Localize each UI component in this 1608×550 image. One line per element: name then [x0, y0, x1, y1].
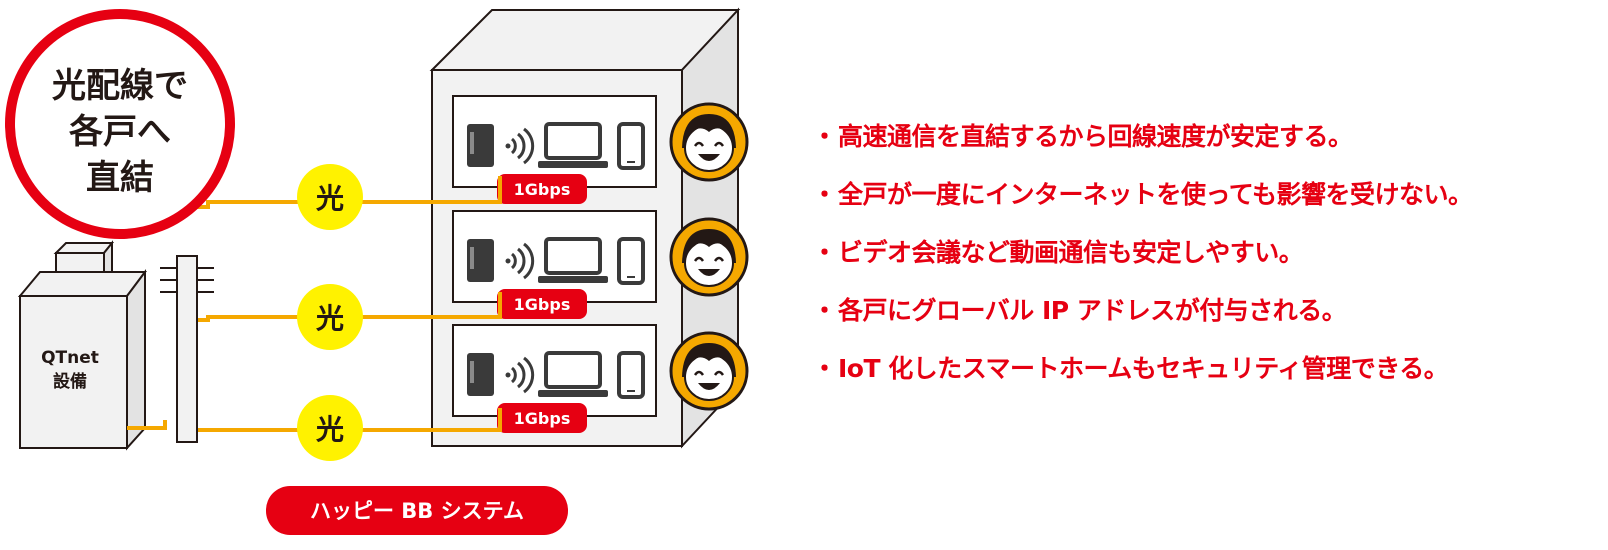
- smartphone-icon: [617, 237, 645, 285]
- bullet-mark: ・: [812, 238, 837, 267]
- laptop-icon: [538, 351, 608, 397]
- feature-text: 各戸にグローバル IP アドレスが付与される。: [838, 296, 1347, 325]
- feature-item: ・全戸が一度にインターネットを使っても影響を受けない。: [812, 166, 1473, 224]
- qtnet-label-line1: QTnet: [41, 348, 99, 368]
- qtnet-label-line2: 設備: [53, 371, 87, 392]
- speed-badge: 1Gbps: [497, 403, 587, 433]
- badge-line1: 光配線で: [52, 66, 188, 106]
- feature-text: 高速通信を直結するから回線速度が安定する。: [838, 122, 1353, 151]
- resident-face-icon: [669, 102, 749, 182]
- speed-badge: 1Gbps: [497, 289, 587, 319]
- feature-item: ・ビデオ会議など動画通信も安定しやすい。: [812, 224, 1473, 282]
- qtnet-equipment: QTnet 設備: [17, 240, 147, 451]
- router-icon: [467, 353, 494, 396]
- badge-line3: 直結: [86, 158, 154, 198]
- hikari-label: 光: [315, 182, 344, 215]
- feature-text: IoT 化したスマートホームもセキュリティ管理できる。: [838, 354, 1449, 383]
- speed-label: 1Gbps: [514, 180, 571, 199]
- splitter-pole: [160, 255, 214, 443]
- router-icon: [467, 124, 494, 167]
- apartment-unit: 1Gbps: [452, 210, 749, 319]
- speed-label: 1Gbps: [514, 409, 571, 428]
- smartphone-icon: [617, 122, 645, 170]
- apartment-unit: 1Gbps: [452, 324, 749, 433]
- wifi-icon: [505, 242, 535, 280]
- hikari-marker-1: 光: [297, 164, 363, 230]
- resident-face-icon: [669, 331, 749, 411]
- feature-list: ・高速通信を直結するから回線速度が安定する。 ・全戸が一度にインターネットを使っ…: [812, 108, 1473, 398]
- feature-item: ・IoT 化したスマートホームもセキュリティ管理できる。: [812, 340, 1473, 398]
- fiber-lines: [127, 176, 502, 432]
- router-icon: [467, 239, 494, 282]
- hikari-label: 光: [315, 413, 344, 446]
- smartphone-icon: [617, 351, 645, 399]
- feature-item: ・各戸にグローバル IP アドレスが付与される。: [812, 282, 1473, 340]
- hikari-marker-2: 光: [297, 284, 363, 350]
- system-label: ハッピー BB システム: [310, 499, 524, 523]
- wifi-icon: [505, 127, 535, 165]
- feature-text: ビデオ会議など動画通信も安定しやすい。: [838, 238, 1304, 267]
- feature-item: ・高速通信を直結するから回線速度が安定する。: [812, 108, 1473, 166]
- hikari-marker-3: 光: [297, 395, 363, 461]
- apartment-unit: 1Gbps: [452, 95, 749, 204]
- resident-face-icon: [669, 217, 749, 297]
- laptop-icon: [538, 122, 608, 168]
- bullet-mark: ・: [812, 122, 837, 151]
- direct-connection-badge: 光配線で 各戸へ 直結: [5, 9, 235, 239]
- bullet-mark: ・: [812, 180, 837, 209]
- badge-line2: 各戸へ: [69, 112, 171, 152]
- speed-badge: 1Gbps: [497, 174, 587, 204]
- bullet-mark: ・: [812, 354, 837, 383]
- speed-label: 1Gbps: [514, 295, 571, 314]
- bullet-mark: ・: [812, 296, 837, 325]
- system-label-pill: ハッピー BB システム: [266, 486, 568, 535]
- wifi-icon: [505, 356, 535, 394]
- hikari-label: 光: [315, 302, 344, 335]
- feature-text: 全戸が一度にインターネットを使っても影響を受けない。: [838, 180, 1473, 209]
- laptop-icon: [538, 237, 608, 283]
